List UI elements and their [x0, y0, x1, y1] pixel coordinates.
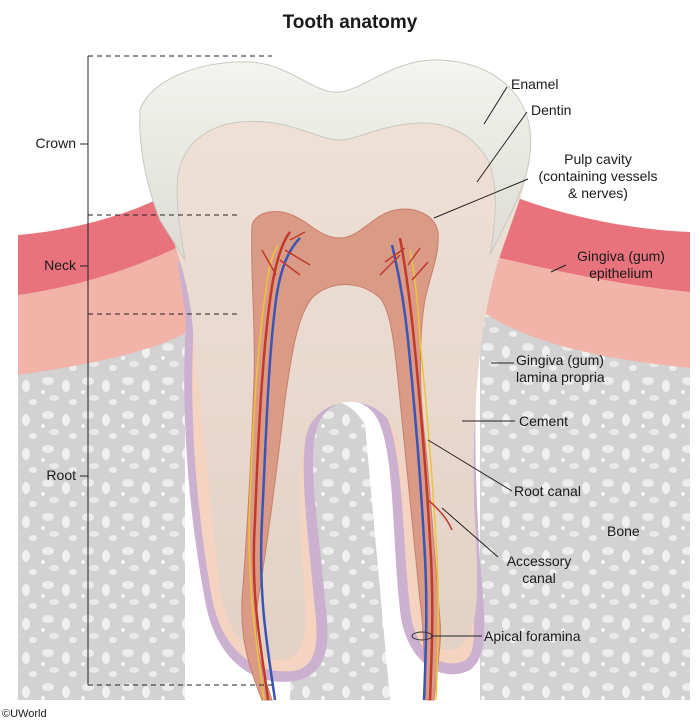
- bone-label: Bone: [607, 523, 640, 539]
- copyright: ©UWorld: [2, 708, 47, 720]
- pulp-cavity-leader: [433, 178, 529, 219]
- accessory-canal-label-line-1: Accessory: [506, 553, 572, 569]
- dentin-label: Dentin: [531, 102, 572, 118]
- enamel: [139, 59, 532, 261]
- artery-right: [398, 237, 434, 701]
- leader-lines: [427, 86, 567, 637]
- crown-label: Crown: [35, 135, 76, 151]
- dentin-leader: [476, 111, 528, 183]
- gingiva-lamina-propria-label-line-1: Gingiva (gum): [516, 352, 604, 368]
- cement-label: Cement: [519, 413, 569, 429]
- accessory-canal-label: Accessory canal: [494, 553, 584, 587]
- apical-foramina-label: Apical foramina: [484, 628, 581, 644]
- pulp-cavity-label-line-1: Pulp cavity: [564, 151, 632, 167]
- pulp-cavity: [241, 208, 442, 701]
- vein-right: [390, 244, 428, 701]
- bone-region: [18, 300, 185, 700]
- dentin: [140, 59, 531, 661]
- pulp-cavity-label-line-2: (containing vessels: [538, 168, 658, 184]
- gingiva-epithelium-label-line-1: Gingiva (gum): [577, 248, 665, 264]
- root-canal-leader: [427, 439, 513, 492]
- gingiva-lamina-propria-label: Gingiva (gum) lamina propria: [516, 352, 605, 386]
- root-label: Root: [46, 467, 76, 483]
- pulp-cavity-label-line-3: & nerves): [568, 185, 628, 201]
- enamel-leader: [483, 86, 508, 125]
- gingiva-epithelium-label: Gingiva (gum) epithelium: [566, 248, 676, 282]
- gingiva-epithelium-leader: [550, 264, 567, 273]
- accessory-canal-label-line-2: canal: [522, 570, 556, 586]
- enamel-label: Enamel: [511, 76, 559, 92]
- bone-region-right: [480, 300, 690, 700]
- nerve-left: [248, 244, 279, 701]
- figure-title: Tooth anatomy: [282, 12, 418, 33]
- gingiva-lamina-propria-label-line-2: lamina propria: [516, 369, 605, 385]
- accessory-canal-leader: [441, 507, 499, 558]
- pulp-cavity-label: Pulp cavity (containing vessels & nerves…: [528, 151, 668, 202]
- vessel-branches-left: [261, 231, 311, 276]
- nerve-right: [409, 249, 440, 701]
- artery-left: [252, 231, 292, 701]
- vessel-branches-right: [379, 247, 429, 281]
- gingiva-epithelium-right: [488, 195, 690, 292]
- vein-left: [259, 237, 301, 701]
- accessory-canal-branch: [427, 499, 453, 531]
- neck-label: Neck: [44, 257, 76, 273]
- root-canal-label: Root canal: [514, 483, 581, 499]
- gingiva-epithelium-label-line-2: epithelium: [589, 265, 653, 281]
- gingiva-epithelium-left: [18, 195, 192, 295]
